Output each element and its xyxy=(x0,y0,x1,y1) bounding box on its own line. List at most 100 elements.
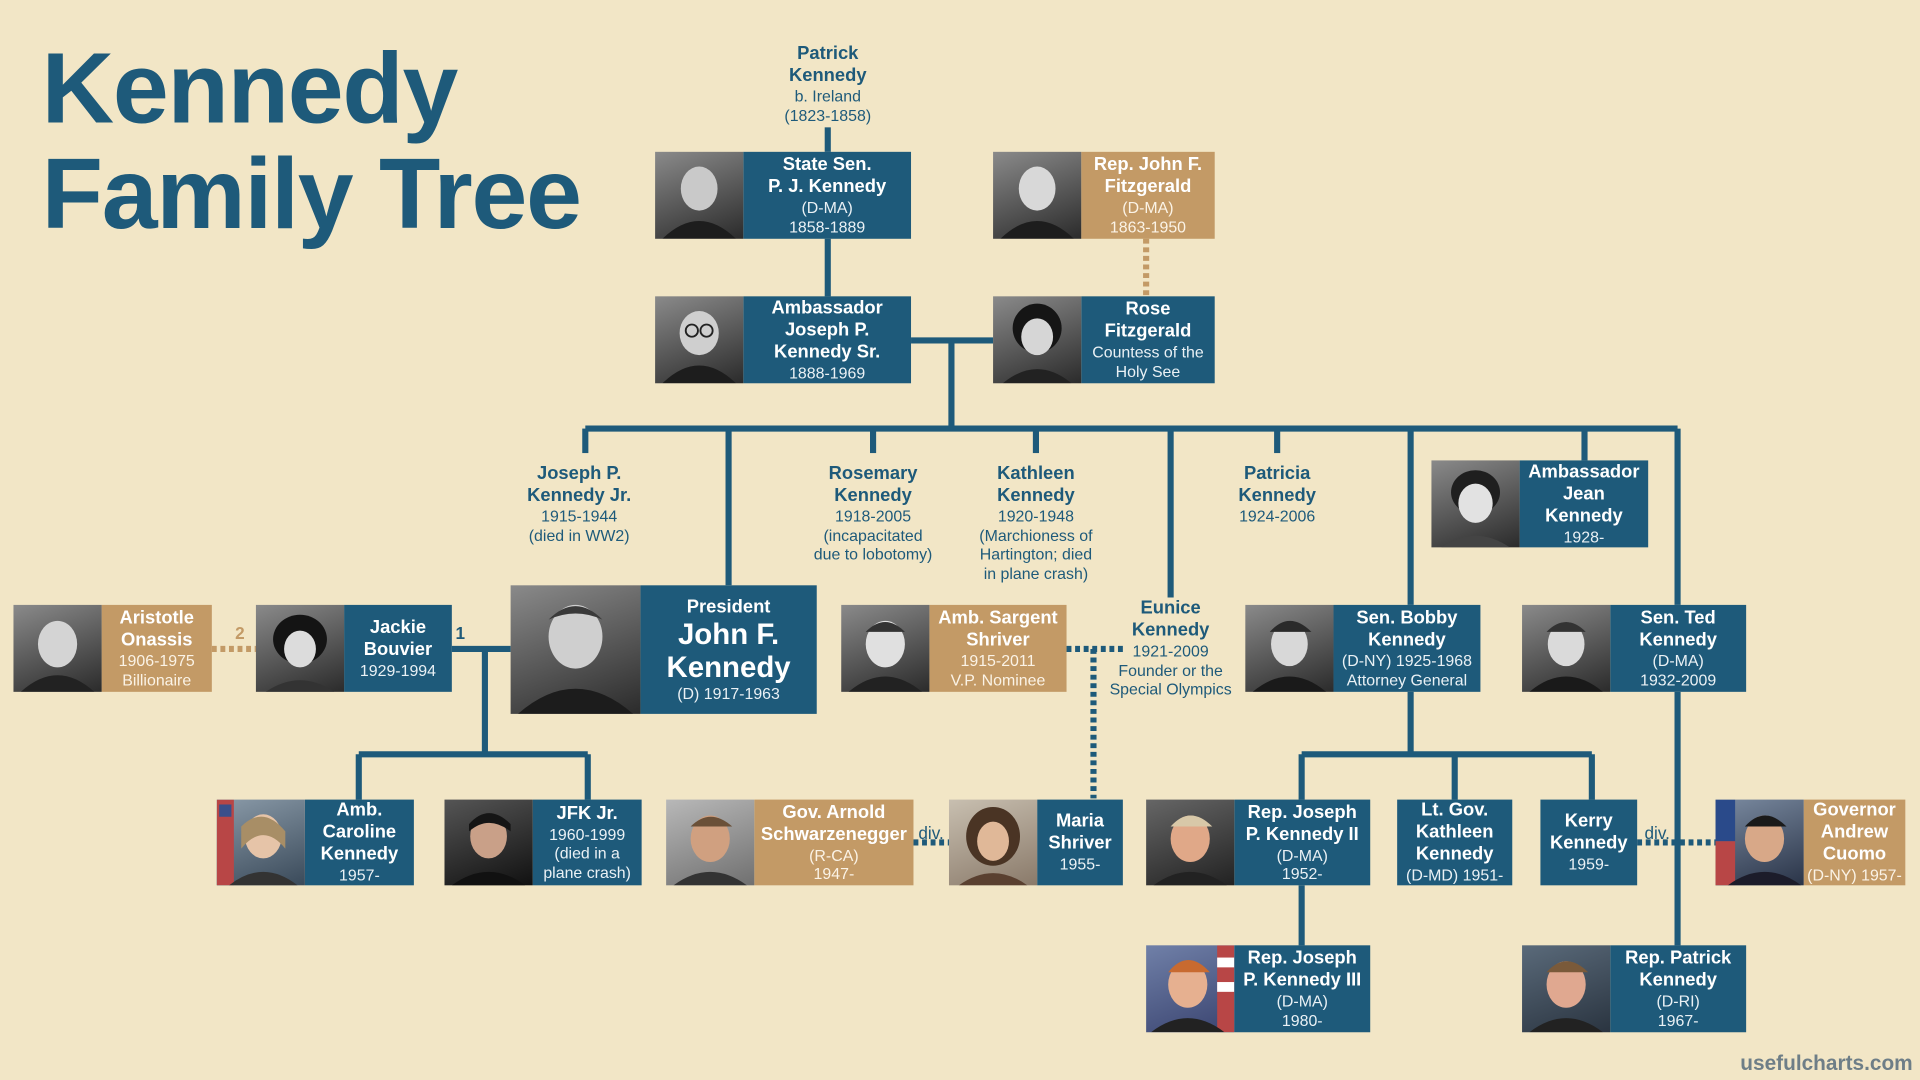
person-details: 1915-2011 V.P. Nominee xyxy=(950,651,1046,689)
person-name: State Sen. P. J. Kennedy xyxy=(768,154,887,198)
person-patrick-kennedy: Rep. Patrick Kennedy(D-RI) 1967- xyxy=(1522,945,1747,1033)
portrait-photo xyxy=(948,799,1038,886)
person-name: Gov. Arnold Schwarzenegger xyxy=(760,801,907,845)
person-details: 1959- xyxy=(1568,855,1610,874)
person-details: 1955- xyxy=(1059,855,1101,874)
person-name: Rosemary Kennedy xyxy=(828,462,918,506)
person-details: 1906-1975 Billionaire xyxy=(118,651,195,689)
portrait-photo xyxy=(1522,945,1611,1033)
person-details: 1957- xyxy=(339,866,380,885)
person-details: (D-MA) 1980- xyxy=(1276,991,1328,1030)
person-details: 1929-1994 xyxy=(359,660,437,680)
portrait-photo xyxy=(444,799,533,886)
divorced-label: div. xyxy=(1644,822,1670,843)
person-andrew-cuomo: Governor Andrew Cuomo(D-NY) 1957- xyxy=(1715,799,1906,886)
person-title: President xyxy=(686,596,771,617)
person-name: Aristotle Onassis xyxy=(119,607,194,651)
person-details: (D-MA) 1932-2009 xyxy=(1640,651,1717,689)
person-details: (R-CA) 1947- xyxy=(809,845,859,883)
person-name: Ambassador Joseph P. Kennedy Sr. xyxy=(771,297,883,363)
person-joseph-kennedy-jr: Joseph P. Kennedy Jr. 1915-1944 (died in… xyxy=(500,463,659,545)
person-details: 1888-1969 xyxy=(789,363,866,382)
person-details: 1920-1948 (Marchioness of Hartington; di… xyxy=(979,506,1093,583)
person-name: Eunice Kennedy xyxy=(1131,597,1210,641)
person-name: Lt. Gov. Kathleen Kennedy xyxy=(1415,799,1494,865)
portrait-photo xyxy=(1245,604,1334,692)
portrait-photo xyxy=(666,799,755,886)
person-joseph-kennedy-iii: Rep. Joseph P. Kennedy III(D-MA) 1980- xyxy=(1146,945,1371,1033)
person-details: (D-MD) 1951- xyxy=(1406,866,1504,885)
person-name: Patrick Kennedy xyxy=(788,42,867,86)
person-name: Amb. Sargent Shriver xyxy=(938,607,1058,651)
person-name: Kathleen Kennedy xyxy=(997,462,1075,506)
portrait-photo xyxy=(1715,799,1804,886)
portrait-photo xyxy=(993,296,1082,384)
person-name: John F. Kennedy xyxy=(666,618,791,685)
person-details: (D-MA) 1863-1950 xyxy=(1109,198,1187,236)
site-credit: usefulcharts.com xyxy=(1740,1051,1913,1076)
page-title: Kennedy Family Tree xyxy=(41,33,582,250)
person-jfk-jr: JFK Jr.1960-1999 (died in a plane crash) xyxy=(444,799,642,886)
person-john-fitzgerald: Rep. John F. Fitzgerald(D-MA) 1863-1950 xyxy=(993,151,1215,239)
person-name: Rep. Joseph P. Kennedy II xyxy=(1245,801,1359,845)
person-name: Rose Fitzgerald xyxy=(1104,298,1192,342)
portrait-photo xyxy=(1146,799,1235,886)
person-details: 1915-1944 (died in WW2) xyxy=(528,506,630,545)
portrait-photo xyxy=(13,604,102,692)
title-line-1: Kennedy xyxy=(41,33,459,145)
portrait-photo xyxy=(841,604,930,692)
person-arnold-schwarzenegger: Gov. Arnold Schwarzenegger(R-CA) 1947- xyxy=(666,799,914,886)
portrait-photo xyxy=(216,799,305,886)
title-line-2: Family Tree xyxy=(41,138,582,250)
person-details: 1921-2009 Founder or the Special Olympic… xyxy=(1109,641,1232,698)
person-name: Kerry Kennedy xyxy=(1549,810,1628,854)
person-patrick-kennedy: Patrick Kennedy b. Ireland (1823-1858) xyxy=(754,43,901,125)
person-name: Jackie Bouvier xyxy=(363,616,433,660)
person-name: JFK Jr. xyxy=(556,802,618,824)
portrait-photo xyxy=(993,151,1082,239)
person-name: Rep. Joseph P. Kennedy III xyxy=(1243,947,1362,991)
person-details: (D-MA) 1952- xyxy=(1276,845,1328,883)
person-bobby-kennedy: Sen. Bobby Kennedy(D-NY) 1925-1968 Attor… xyxy=(1245,604,1481,692)
person-details: b. Ireland (1823-1858) xyxy=(784,86,872,125)
divorced-label: div. xyxy=(918,822,944,843)
person-name: Amb. Caroline Kennedy xyxy=(320,799,399,865)
person-rosemary-kennedy: Rosemary Kennedy 1918-2005 (incapacitate… xyxy=(793,463,952,564)
person-kathleen-kennedy: Kathleen Kennedy 1920-1948 (Marchioness … xyxy=(962,463,1109,583)
person-details: (D) 1917-1963 xyxy=(677,684,780,703)
portrait-photo xyxy=(510,585,641,714)
person-details: 1960-1999 (died in a plane crash) xyxy=(543,825,631,882)
person-name: Joseph P. Kennedy Jr. xyxy=(527,462,632,506)
person-name: Governor Andrew Cuomo xyxy=(1813,799,1896,865)
portrait-photo xyxy=(655,151,744,239)
person-details: (D-RI) 1967- xyxy=(1656,991,1700,1030)
person-details: (D-NY) 1957- xyxy=(1807,866,1902,885)
portrait-photo xyxy=(1146,945,1235,1033)
person-name: Sen. Bobby Kennedy xyxy=(1356,607,1458,651)
person-details: (D-MA) 1858-1889 xyxy=(789,198,866,236)
portrait-photo xyxy=(1522,604,1611,692)
person-joseph-kennedy-ii: Rep. Joseph P. Kennedy II(D-MA) 1952- xyxy=(1146,799,1371,886)
portrait-photo xyxy=(255,604,345,692)
person-details: 1928- xyxy=(1563,527,1605,546)
person-patricia-kennedy: Patricia Kennedy 1924-2006 xyxy=(1210,463,1345,526)
person-details: 1918-2005 (incapacitated due to lobotomy… xyxy=(813,506,933,564)
person-name: Ambassador Jean Kennedy xyxy=(1528,461,1640,527)
person-name: Sen. Ted Kennedy xyxy=(1639,607,1717,651)
person-name: Patricia Kennedy xyxy=(1238,462,1316,506)
person-kathleen-kennedy-townsend: Lt. Gov. Kathleen Kennedy(D-MD) 1951- xyxy=(1397,799,1513,886)
person-details: Countess of the Holy See xyxy=(1092,342,1204,381)
marriage-order-label: 2 xyxy=(235,623,245,643)
person-name: Maria Shriver xyxy=(1048,810,1112,854)
person-joseph-kennedy-sr: Ambassador Joseph P. Kennedy Sr.1888-196… xyxy=(655,296,912,384)
